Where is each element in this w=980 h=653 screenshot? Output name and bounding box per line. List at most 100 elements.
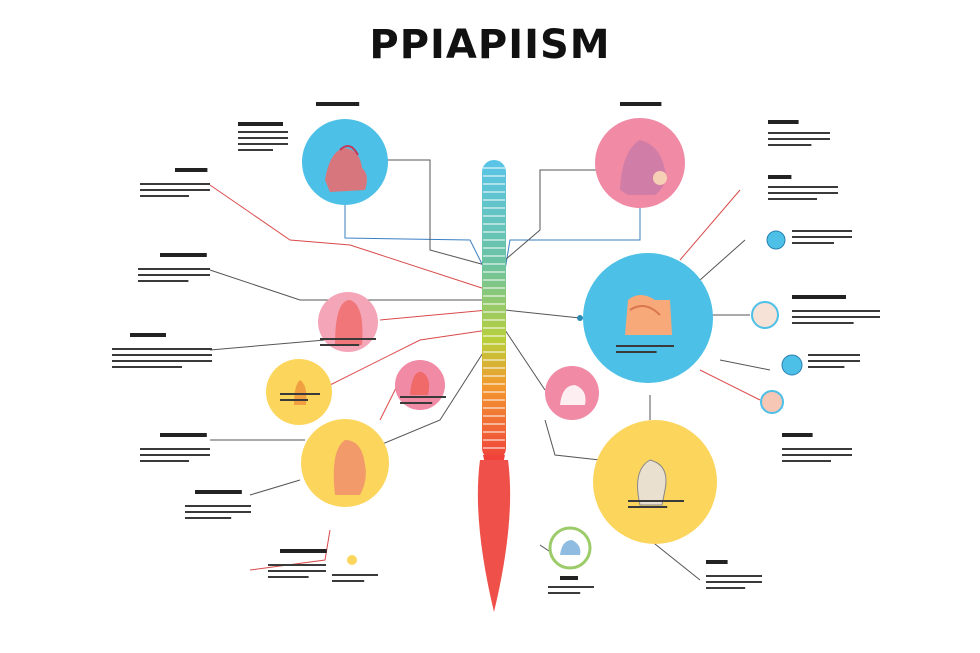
anatomy-illustration-icon [560,540,581,555]
text-line-stub [185,505,251,507]
text-line-stub [706,575,762,577]
connector-line [380,159,486,266]
illegible-text-blocks [112,102,880,594]
connector-line [719,359,771,371]
text-line-stub [112,360,212,362]
text-line-stub [782,448,852,450]
text-heading-stub [316,102,360,106]
text-heading-stub [782,433,813,437]
connector-line [249,479,301,496]
text-line-stub [400,402,433,404]
text-line-stub [268,570,326,572]
text-line-stub [792,242,834,244]
text-line-stub [808,360,860,362]
text-line-stub [238,137,288,139]
connector-line [504,309,581,319]
text-line-stub [400,396,446,398]
text-line-stub [140,448,210,450]
text-line-stub [138,280,189,282]
connector-line [329,329,489,386]
diagram-title: PPIAPIISM [369,22,611,68]
text-line-stub [138,268,210,270]
anatomy-illustration-icon [410,371,430,395]
text-line-stub [140,189,210,191]
text-line-stub [280,399,308,401]
text-heading-stub [238,122,283,126]
text-heading-stub [175,168,208,172]
text-heading-stub [195,490,242,494]
text-line-stub [548,592,581,594]
thumbnail-icon [751,301,779,329]
text-line-stub [138,274,210,276]
text-line-stub [768,198,817,200]
anatomy-illustration-icon [333,440,366,495]
text-line-stub [706,581,762,583]
text-heading-stub [768,120,799,124]
text-line-stub [782,460,831,462]
anatomy-illustration-icon [560,385,586,405]
text-line-stub [280,393,320,395]
text-line-stub [792,322,854,324]
text-line-stub [268,564,326,566]
text-line-stub [140,195,189,197]
central-spine [477,160,511,612]
text-line-stub [140,454,210,456]
connector-line [249,529,331,571]
connector-line [699,369,761,401]
text-line-stub [268,576,309,578]
anatomy-illustration-icon [335,300,363,345]
anatomy-illustration-icon [620,140,667,195]
text-line-stub [185,517,232,519]
connector-lines [209,159,771,581]
text-line-stub [238,131,288,133]
text-heading-stub [280,549,327,553]
text-line-stub [808,354,860,356]
text-line-stub [768,132,830,134]
thumbnails [347,230,803,565]
connector-line [209,184,489,291]
text-heading-stub [620,102,662,106]
text-line-stub [112,366,182,368]
connector-line [344,200,491,281]
connector-line [504,200,641,271]
text-line-stub [792,230,852,232]
connector-line [544,419,601,461]
text-line-stub [768,192,838,194]
anatomy-illustration-icon [325,145,367,192]
thumbnail-icon [760,390,784,414]
thumbnail-icon [781,354,803,376]
text-line-stub [238,143,288,145]
text-heading-stub [130,333,166,337]
text-line-stub [332,580,365,582]
text-line-stub [616,351,657,353]
text-line-stub [808,366,845,368]
text-line-stub [185,511,251,513]
connector-line [504,169,620,261]
anatomy-illustration-icon [637,459,667,506]
text-line-stub [706,587,746,589]
text-line-stub [768,186,838,188]
text-line-stub [782,454,852,456]
connector-dot [577,315,583,321]
anatomy-illustration-icon [625,295,672,335]
connector-line [699,239,746,281]
connector-line [679,189,741,261]
text-line-stub [792,236,852,238]
text-line-stub [140,183,210,185]
connector-line [209,269,488,301]
text-line-stub [616,345,674,347]
text-heading-stub [160,433,207,437]
connector-line [649,539,701,581]
text-line-stub [320,338,376,340]
text-line-stub [112,348,212,350]
text-line-stub [332,574,378,576]
connector-line [504,329,546,391]
text-line-stub [548,586,594,588]
connector-line [209,339,326,351]
text-line-stub [768,138,830,140]
thumbnail-icon [347,555,357,565]
text-heading-stub [160,253,207,257]
text-heading-stub [560,576,578,580]
text-line-stub [628,506,668,508]
